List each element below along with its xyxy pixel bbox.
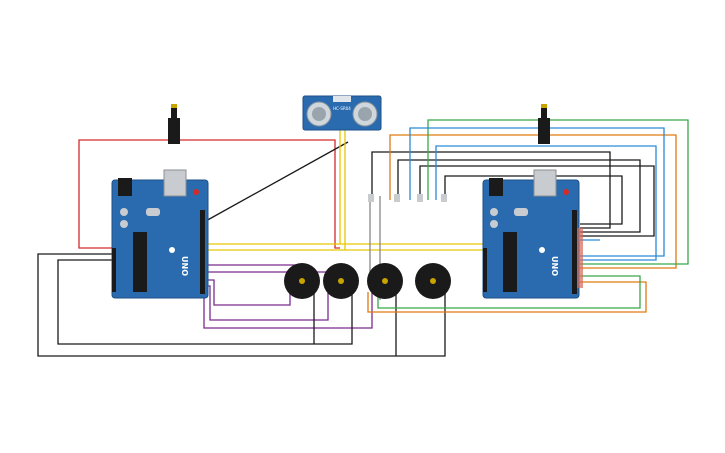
arduino-board-right[interactable]: UNO [482, 104, 583, 299]
power-jack [489, 178, 503, 196]
power-jack [118, 178, 132, 196]
wire-yellow-echo[interactable] [204, 130, 346, 251]
wire-black-r1[interactable] [371, 151, 611, 229]
sensor-label: HC-SR04 [333, 106, 351, 111]
buzzer-center-icon [338, 278, 344, 284]
wire-black-r3[interactable] [419, 165, 655, 237]
wire-black-gnd-2[interactable] [57, 259, 353, 345]
reset-button[interactable] [193, 189, 199, 195]
buzzer-1[interactable] [284, 263, 320, 299]
wire-black-r2[interactable] [397, 159, 641, 233]
ultrasonic-sensor[interactable]: HC-SR04 [302, 95, 382, 131]
wire-blue-1[interactable] [409, 127, 665, 257]
buzzer-center-icon [299, 278, 305, 284]
wire-green-2[interactable] [377, 275, 641, 309]
usb-port [533, 169, 557, 197]
wire-yellow-trig[interactable] [204, 130, 341, 245]
wire-red-vcc[interactable] [78, 139, 340, 249]
wire-orange-1[interactable] [389, 134, 677, 269]
reset-button[interactable] [563, 189, 569, 195]
microcontroller-chip [503, 232, 517, 292]
board-label-left: UNO [180, 256, 189, 276]
wire-purple-3[interactable] [206, 279, 291, 306]
wire-black-sensor-gnd[interactable] [203, 141, 349, 223]
wire-green-1[interactable] [427, 119, 689, 265]
resistor-pins [368, 194, 447, 202]
wire-purple-4[interactable] [206, 285, 329, 321]
buzzer-center-icon [430, 278, 436, 284]
buzzer-4[interactable] [415, 263, 451, 299]
buzzer-3[interactable] [367, 263, 403, 299]
buzzer-center-icon [382, 278, 388, 284]
usb-port [163, 169, 187, 197]
buzzer-2[interactable] [323, 263, 359, 299]
arduino-board-left[interactable]: UNO [111, 104, 209, 299]
microcontroller-chip [133, 232, 147, 292]
wire-black-r4[interactable] [444, 175, 623, 225]
board-label-right: UNO [550, 256, 559, 276]
wire-black-gnd-1[interactable] [37, 253, 446, 357]
wire-blue-2[interactable] [435, 145, 657, 261]
wire-orange-2[interactable] [367, 281, 647, 313]
